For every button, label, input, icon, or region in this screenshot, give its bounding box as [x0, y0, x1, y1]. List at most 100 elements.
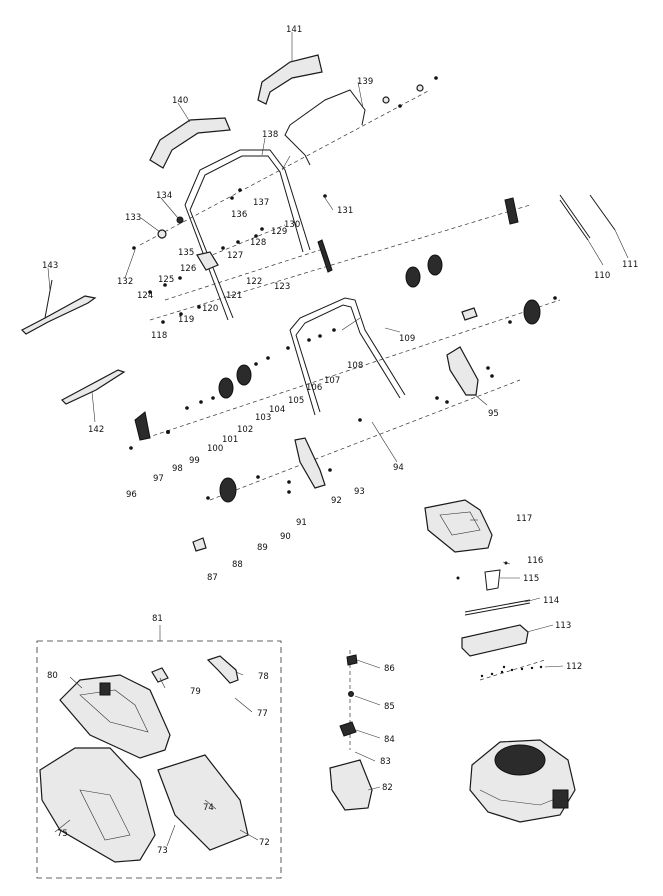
frame-72 — [157, 754, 249, 851]
wheel-102 — [218, 377, 234, 399]
label-88: 88 — [232, 560, 243, 570]
bracket-95 — [446, 346, 479, 396]
label-87: 87 — [207, 573, 218, 583]
label-100: 100 — [207, 444, 223, 454]
label-107: 107 — [324, 376, 340, 386]
label-143: 143 — [42, 261, 58, 271]
label-130: 130 — [284, 220, 300, 230]
label-77: 77 — [257, 709, 268, 719]
clip-79 — [151, 667, 169, 683]
label-104: 104 — [269, 405, 285, 415]
label-139: 139 — [357, 77, 373, 87]
adjust-lever-121 — [196, 251, 219, 271]
label-118: 118 — [151, 331, 167, 341]
label-96: 96 — [126, 490, 137, 500]
label-92: 92 — [331, 496, 342, 506]
part-86 — [346, 654, 358, 666]
label-142: 142 — [88, 425, 104, 435]
chute-82 — [329, 759, 373, 811]
label-132: 132 — [117, 277, 133, 287]
label-102: 102 — [237, 425, 253, 435]
rod-114 — [464, 599, 531, 616]
fasteners — [129, 76, 557, 678]
label-93: 93 — [354, 487, 365, 497]
label-83: 83 — [380, 757, 391, 767]
label-89: 89 — [257, 543, 268, 553]
label-138: 138 — [262, 130, 278, 140]
label-80: 80 — [47, 671, 58, 681]
upper-handle-frame-138 — [184, 149, 333, 321]
cap-right — [461, 307, 478, 321]
label-105: 105 — [288, 396, 304, 406]
lever-97 — [134, 411, 151, 441]
bail-bar-139 — [284, 89, 366, 166]
bracket-92 — [294, 437, 326, 489]
label-82: 82 — [382, 783, 393, 793]
label-121: 121 — [226, 291, 242, 301]
assembly-box-81 — [36, 640, 282, 879]
upper-handle-141 — [257, 54, 323, 105]
wheel-upper-right-1 — [405, 266, 421, 288]
label-101: 101 — [222, 435, 238, 445]
engine — [469, 739, 576, 823]
wheel-103 — [236, 364, 252, 386]
label-103: 103 — [255, 413, 271, 423]
lower-handle-frame-109 — [289, 297, 406, 416]
label-112: 112 — [566, 662, 582, 672]
assembly-axes — [139, 89, 561, 750]
label-116: 116 — [527, 556, 543, 566]
label-135: 135 — [178, 248, 194, 258]
label-117: 117 — [516, 514, 532, 524]
label-131: 131 — [337, 206, 353, 216]
label-75: 75 — [57, 829, 68, 839]
label-114: 114 — [543, 596, 559, 606]
part-84 — [339, 721, 357, 737]
label-120: 120 — [202, 304, 218, 314]
wheel-upper-right-2 — [427, 254, 443, 276]
label-72: 72 — [259, 838, 270, 848]
label-141: 141 — [286, 25, 302, 35]
side-rail-142 — [61, 369, 126, 405]
part-labels: 72 73 74 75 77 78 79 80 81 82 83 84 85 8… — [42, 25, 638, 856]
part-85 — [348, 691, 354, 697]
side-rail-143 — [20, 279, 97, 335]
label-123: 123 — [274, 282, 290, 292]
label-79: 79 — [190, 687, 201, 697]
spring-115 — [484, 569, 501, 591]
grass-bag-75 — [39, 747, 156, 863]
label-129: 129 — [271, 227, 287, 237]
label-109: 109 — [399, 334, 415, 344]
label-73: 73 — [157, 846, 168, 856]
label-97: 97 — [153, 474, 164, 484]
label-128: 128 — [250, 238, 266, 248]
label-140: 140 — [172, 96, 188, 106]
deflector-117 — [424, 499, 493, 553]
label-115: 115 — [523, 574, 539, 584]
label-94: 94 — [393, 463, 404, 473]
label-136: 136 — [231, 210, 247, 220]
handle-grip-140 — [149, 117, 231, 169]
bag-frame-80 — [59, 674, 171, 759]
label-78: 78 — [258, 672, 269, 682]
handle-78 — [206, 655, 239, 684]
label-95: 95 — [488, 409, 499, 419]
label-125: 125 — [158, 275, 174, 285]
label-86: 86 — [384, 664, 395, 674]
label-110: 110 — [594, 271, 610, 281]
label-124: 124 — [137, 291, 153, 301]
label-85: 85 — [384, 702, 395, 712]
label-134: 134 — [156, 191, 172, 201]
label-84: 84 — [384, 735, 395, 745]
label-137: 137 — [253, 198, 269, 208]
wheel-right — [523, 299, 541, 325]
cable-111 — [589, 194, 616, 231]
label-111: 111 — [622, 260, 638, 270]
label-122: 122 — [246, 277, 262, 287]
label-81: 81 — [152, 614, 163, 624]
label-119: 119 — [178, 315, 194, 325]
label-90: 90 — [280, 532, 291, 542]
label-74: 74 — [203, 803, 214, 813]
label-108: 108 — [347, 361, 363, 371]
label-99: 99 — [189, 456, 200, 466]
